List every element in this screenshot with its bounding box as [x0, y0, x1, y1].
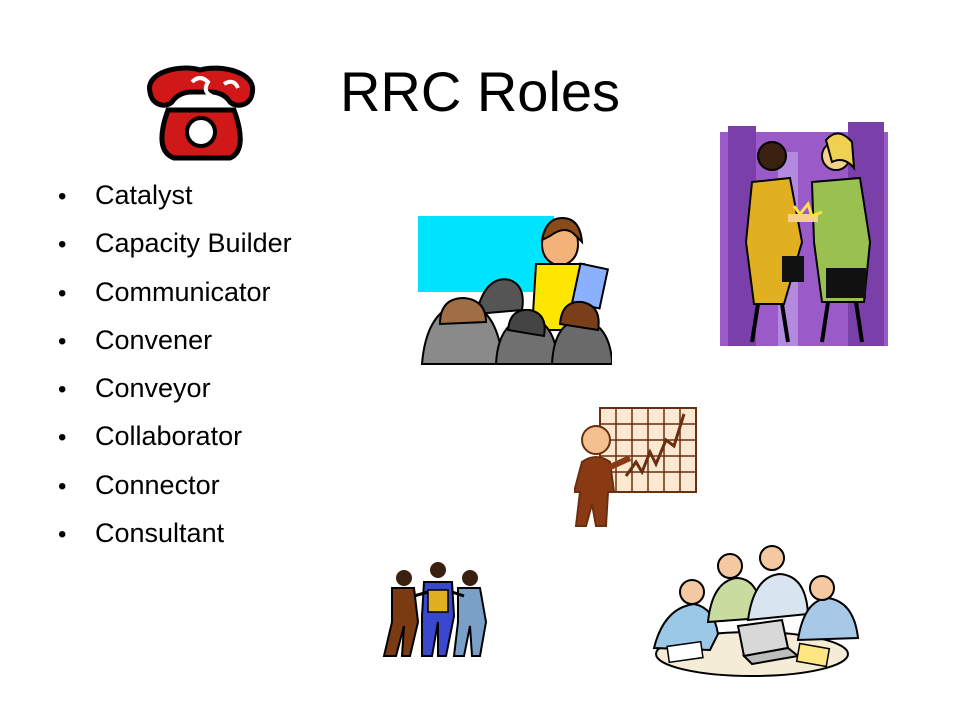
list-item: •Collaborator: [58, 421, 243, 452]
presentation-meeting-illustration: [416, 214, 612, 366]
handshake-illustration: [718, 122, 890, 348]
list-item: •Connector: [58, 469, 220, 500]
list-item: •Conveyor: [58, 373, 211, 404]
list-item: •Catalyst: [58, 180, 193, 210]
huddle-illustration: [374, 560, 498, 662]
list-item: •Communicator: [58, 276, 271, 307]
roles-list: •Catalyst •Capacity Builder •Communicato…: [58, 172, 292, 558]
list-item: •Consultant: [58, 518, 225, 549]
team-laptop-meeting-illustration: [648, 536, 862, 680]
slide-title: RRC Roles: [339, 60, 621, 123]
growth-chart-presenter-illustration: [574, 406, 698, 530]
list-item: •Convener: [58, 324, 213, 355]
telephone-icon: [140, 62, 262, 162]
list-item: •Capacity Builder: [58, 228, 292, 259]
